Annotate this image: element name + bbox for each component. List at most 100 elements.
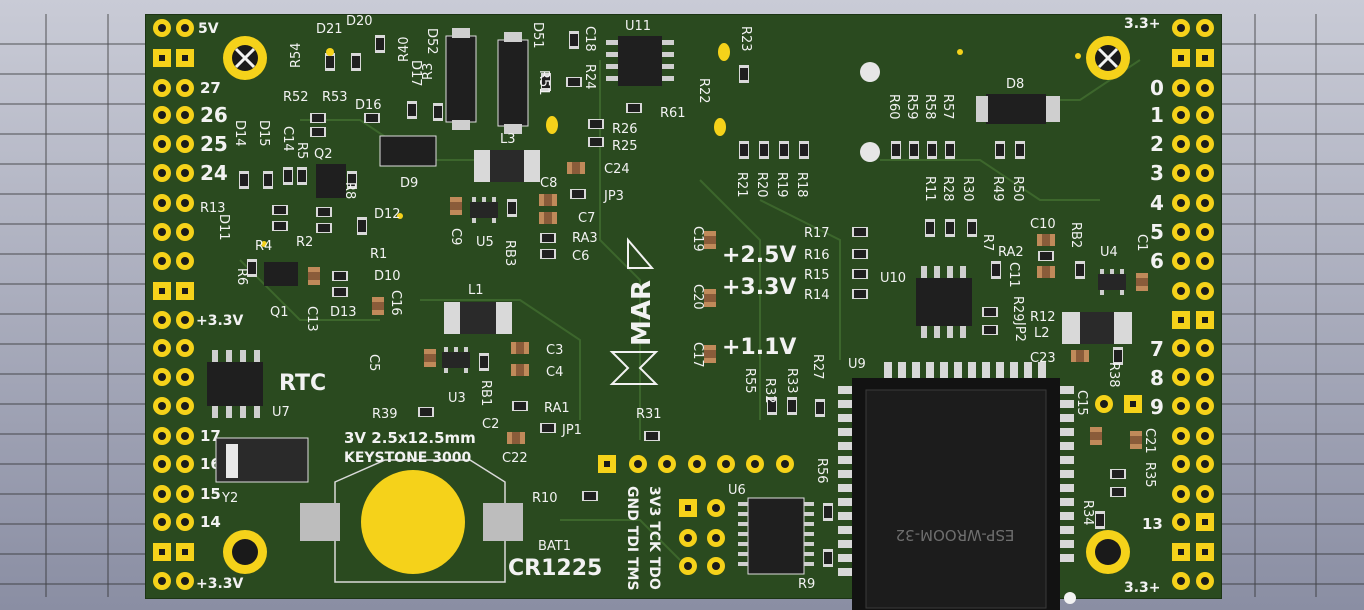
ref-label: D8 <box>1006 77 1024 92</box>
ref-label: C22 <box>502 451 528 466</box>
right-pin-number: 4 <box>1150 191 1164 215</box>
logo-text: MAR <box>627 280 657 346</box>
right-pin-number: 7 <box>1150 337 1164 361</box>
ref-label: D12 <box>374 207 401 222</box>
voltage-label-3v3: +3.3V <box>722 275 796 300</box>
voltage-label-1v1: +1.1V <box>722 335 796 360</box>
ref-label: C2 <box>482 417 499 432</box>
ref-label: C10 <box>1030 217 1056 232</box>
ref-label: L2 <box>1034 326 1050 341</box>
left-header-bottom-label: +3.3V <box>196 576 244 592</box>
ref-label: R53 <box>322 90 348 105</box>
ref-label: L3 <box>500 132 516 147</box>
npth-hole <box>860 62 880 82</box>
ref-label: R30 <box>960 176 975 202</box>
right-pin-number: 6 <box>1150 249 1164 273</box>
left-header-top-label: 5V <box>198 21 219 37</box>
ref-label: U3 <box>448 391 466 406</box>
ref-label: JP1 <box>561 423 582 438</box>
ref-label: R8 <box>342 182 357 199</box>
ref-label: C9 <box>448 228 463 245</box>
ref-label: R61 <box>660 106 686 121</box>
right-pin-number: 1 <box>1150 103 1164 127</box>
rtc-label: RTC <box>279 371 326 396</box>
ref-label: C19 <box>690 226 705 252</box>
ref-label: U4 <box>1100 245 1118 260</box>
ref-label: R35 <box>1142 462 1157 488</box>
ref-label: C8 <box>540 176 557 191</box>
ref-label: C6 <box>572 249 589 264</box>
ref-label: C21 <box>1142 428 1157 454</box>
mount-hole-top-right <box>1086 36 1130 80</box>
u6-chip <box>738 497 814 575</box>
left-pin-number: 25 <box>200 132 228 156</box>
ref-label: R17 <box>804 226 830 241</box>
ref-label: R40 <box>397 36 412 62</box>
ref-label: D9 <box>400 176 418 191</box>
ref-label: R23 <box>738 26 753 52</box>
right-header <box>1172 19 1214 590</box>
ref-label: RA2 <box>998 245 1024 260</box>
ref-label: Y2 <box>221 491 238 506</box>
ref-label: U9 <box>848 357 866 372</box>
left-pin-number: 26 <box>200 103 228 127</box>
ref-label: R15 <box>804 268 830 283</box>
ref-label: R60 <box>886 94 901 120</box>
jtag-label-2: GND TDI TMS <box>624 486 640 591</box>
u4-regulator <box>1098 269 1126 295</box>
ref-label: C15 <box>1074 390 1089 416</box>
ref-label: R49 <box>990 176 1005 202</box>
ref-label: RB3 <box>502 240 517 266</box>
ref-label: C18 <box>582 26 597 52</box>
ref-label: R1 <box>370 247 387 262</box>
ref-label: D11 <box>216 214 231 241</box>
ref-label: C1 <box>1134 234 1149 251</box>
ref-label: R56 <box>814 458 829 484</box>
ref-label: C13 <box>304 306 319 332</box>
ref-label: R13 <box>200 201 226 216</box>
ref-label: R12 <box>1030 310 1056 325</box>
ref-label: U7 <box>272 405 290 420</box>
u3-regulator <box>442 347 470 373</box>
ref-label: D20 <box>346 14 373 29</box>
ref-label: D13 <box>330 305 357 320</box>
reference-designators: D21 D20 R54 R40 D52 D51 C18 R24 U11 R23 … <box>200 14 1157 592</box>
ref-label: R54 <box>289 42 304 68</box>
ref-label: C3 <box>546 343 563 358</box>
ref-label: D14 <box>232 120 247 147</box>
battery-spec-line1: 3V 2.5x12.5mm <box>344 429 476 447</box>
ref-label: R34 <box>1080 500 1095 526</box>
ref-label: R39 <box>372 407 398 422</box>
mount-hole-top-left <box>223 36 267 80</box>
ref-label: R21 <box>734 172 749 198</box>
ref-label: C16 <box>388 290 403 316</box>
right-pin-number: 8 <box>1150 366 1164 390</box>
ref-label: R26 <box>612 122 638 137</box>
ref-label: R50 <box>1010 176 1025 202</box>
ref-label: D21 <box>316 22 343 37</box>
ref-label: R57 <box>940 94 955 120</box>
ref-label: R58 <box>922 94 937 120</box>
ref-label: RA3 <box>572 231 598 246</box>
ref-label: R32 <box>762 378 777 404</box>
ref-label: D10 <box>374 269 401 284</box>
mount-hole-bottom-right <box>1086 530 1130 574</box>
ref-label: RB1 <box>478 380 493 406</box>
ref-label: R11 <box>922 176 937 202</box>
ref-label: U6 <box>728 483 746 498</box>
battery-ref: BAT1 <box>538 539 571 554</box>
mar-logo: MAR <box>609 237 659 385</box>
esp-wroom-32-module: ESP-WROOM-32 <box>838 362 1076 610</box>
ref-label: C20 <box>690 284 705 310</box>
ref-label: Q1 <box>270 305 289 320</box>
ref-label: U10 <box>880 271 906 286</box>
ref-label: D17 <box>408 60 423 87</box>
ref-label: R31 <box>636 407 662 422</box>
battery-holder <box>300 459 523 583</box>
left-header <box>153 19 194 590</box>
ref-label: R52 <box>283 90 309 105</box>
ref-label: R3 <box>421 63 436 80</box>
right-pin-number: 0 <box>1150 76 1164 100</box>
right-pin-number: 9 <box>1150 395 1164 419</box>
